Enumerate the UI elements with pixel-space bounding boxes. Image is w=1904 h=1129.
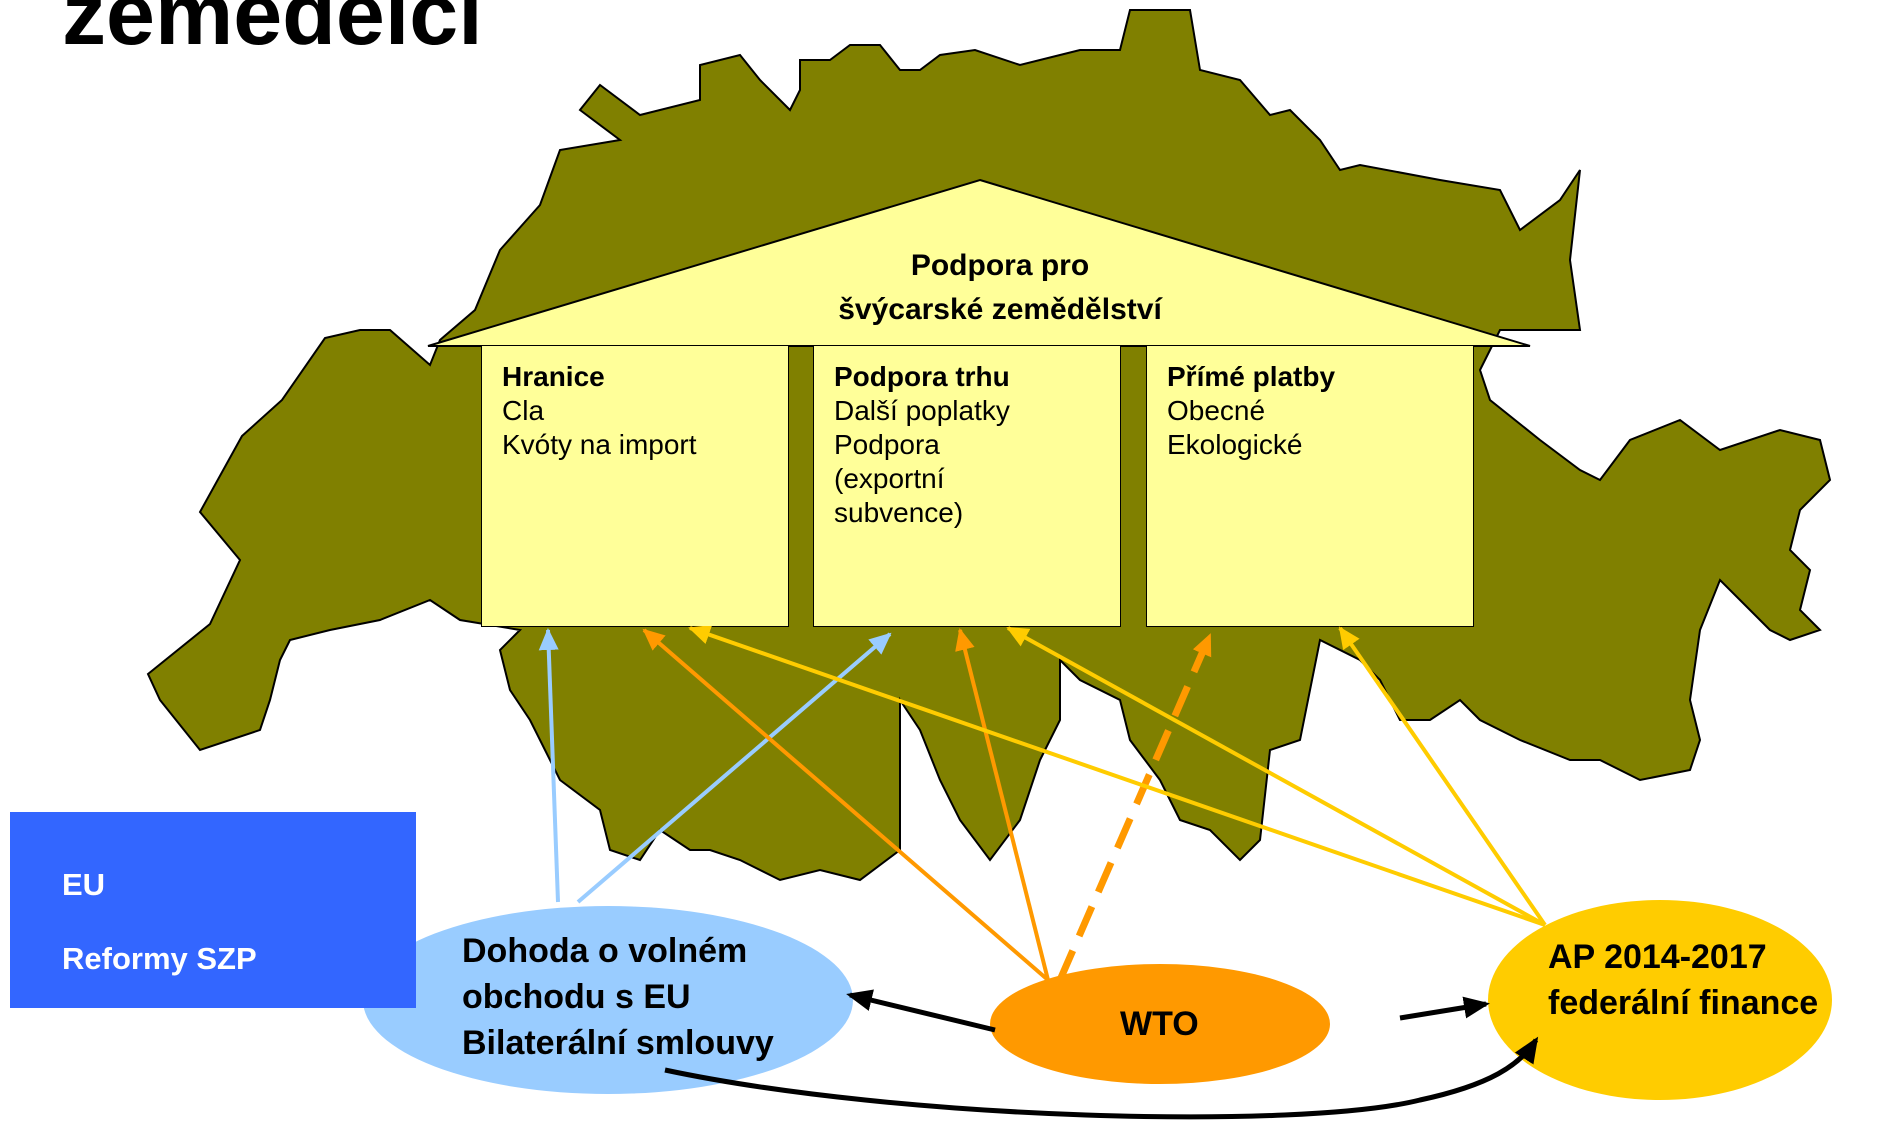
pillar-line: Kvóty na import <box>502 429 697 460</box>
arrow-wto-to-borders <box>642 628 1050 982</box>
pillar-line: Obecné <box>1167 395 1266 426</box>
page-title: zemědělci <box>62 0 483 63</box>
roof-title: Podpora pro švýcarské zemědělství <box>700 244 1300 332</box>
eu-box-line-1: EU <box>62 867 106 902</box>
arrow-ap-to-market <box>1006 626 1546 927</box>
pillar-line: subvence) <box>834 497 964 528</box>
arrow-ap-to-payments <box>1338 626 1547 927</box>
arrow-bilateral-to-borders <box>538 628 560 903</box>
arrow-wto-to-bilateral <box>846 989 996 1033</box>
bilateral-line-3: Bilaterální smlouvy <box>462 1024 774 1062</box>
bilateral-line-1: Dohoda o volném <box>462 932 748 970</box>
roof-title-line-1: Podpora pro <box>910 249 1090 282</box>
pillar-direct-payments: Přímé platby Obecné Ekologické <box>1147 346 1473 626</box>
node-bilateral <box>363 906 853 1094</box>
arrow-bilateral-to-ap <box>664 1036 1539 1120</box>
bilateral-line-2: obchodu s EU <box>462 978 691 1016</box>
pillar-borders: Hranice Cla Kvóty na import <box>482 346 788 626</box>
roof-title-line-2: švýcarské zemědělství <box>838 293 1162 326</box>
pillar-title: Hranice <box>502 361 605 392</box>
pillar-market-support: Podpora trhu Další poplatky Podpora (exp… <box>814 346 1120 626</box>
pillar-line: Další poplatky <box>834 395 1010 426</box>
eu-box: EU Reformy SZP <box>10 812 416 1008</box>
node-ap <box>1488 900 1832 1100</box>
arrow-ap-to-borders <box>688 625 1546 927</box>
arrow-wto-to-ap <box>1399 996 1490 1021</box>
pillar-line: Cla <box>502 395 545 426</box>
pillar-title: Podpora trhu <box>834 361 1010 392</box>
ap-label: AP 2014-2017 federální finance <box>1548 934 1818 1026</box>
eu-box-line-2: Reformy SZP <box>62 941 257 976</box>
pillar-line: Ekologické <box>1167 429 1303 460</box>
arrow-wto-to-payments-dashed <box>1056 633 1214 982</box>
ap-line-1: AP 2014-2017 <box>1548 938 1767 976</box>
ap-line-2: federální finance <box>1548 984 1819 1022</box>
node-wto <box>990 964 1330 1084</box>
pillar-line: (exportní <box>834 463 945 494</box>
arrow-wto-to-market <box>955 628 1050 981</box>
bilateral-label: Dohoda o volném obchodu s EU Bilaterální… <box>462 928 774 1066</box>
pillar-line: Podpora <box>834 429 940 460</box>
wto-label: WTO <box>1120 1005 1199 1043</box>
pillar-title: Přímé platby <box>1167 361 1336 392</box>
